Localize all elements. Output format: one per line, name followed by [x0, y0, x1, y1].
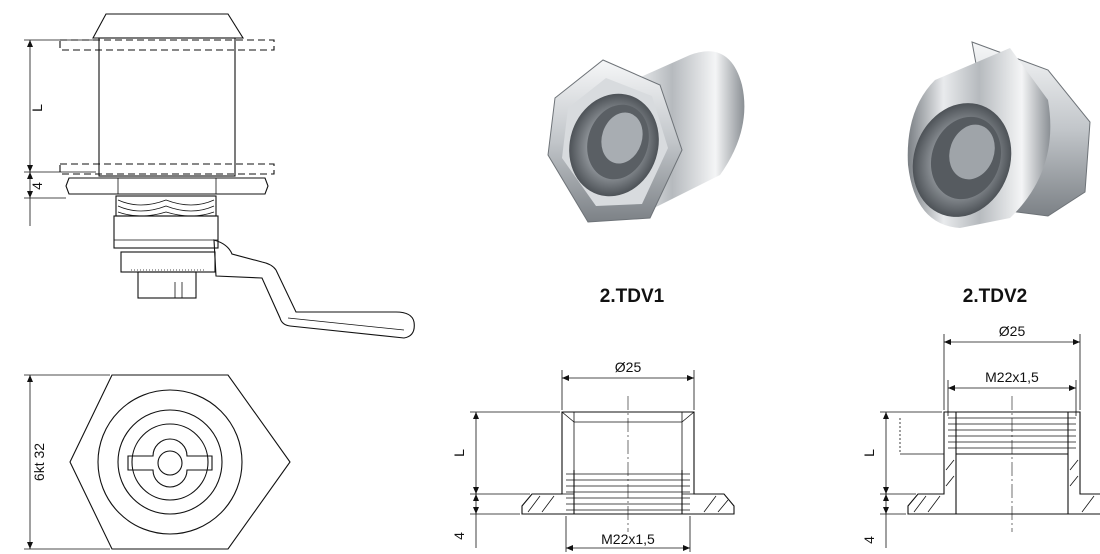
tdv1-dim-4: 4 [451, 532, 467, 540]
tdv2-section [899, 396, 1100, 532]
dimension-hex: 6kt 32 [24, 374, 110, 550]
tdv1-dimensions: Ø25 M22x1,5 L 4 [451, 359, 695, 552]
caption-tdv2: 2.TDV2 [963, 286, 1027, 307]
tdv2-photo [907, 41, 1091, 228]
dimension-l-left: L 4 [24, 39, 96, 226]
cam-lock-side-view [59, 13, 415, 339]
tdv2-dim-l: L [861, 449, 877, 457]
caption-tdv1: 2.TDV1 [600, 286, 665, 307]
tdv1-photo [547, 51, 745, 223]
tdv2-dimensions: Ø25 M22x1,5 L 4 [861, 323, 1081, 548]
hex-front-view [69, 374, 291, 550]
tdv1-dim-d25: Ø25 [615, 359, 642, 375]
dim-hex-label: 6kt 32 [31, 443, 47, 481]
tdv2-dim-thread: M22x1,5 [985, 369, 1039, 385]
dim-4-label: 4 [29, 182, 45, 190]
dim-l-label: L [29, 104, 45, 112]
tdv1-section [521, 396, 735, 532]
tdv2-dim-d25: Ø25 [999, 323, 1026, 339]
tdv1-dim-l: L [451, 449, 467, 457]
tdv2-dim-4: 4 [861, 536, 877, 544]
tdv1-dim-thread: M22x1,5 [601, 531, 655, 547]
